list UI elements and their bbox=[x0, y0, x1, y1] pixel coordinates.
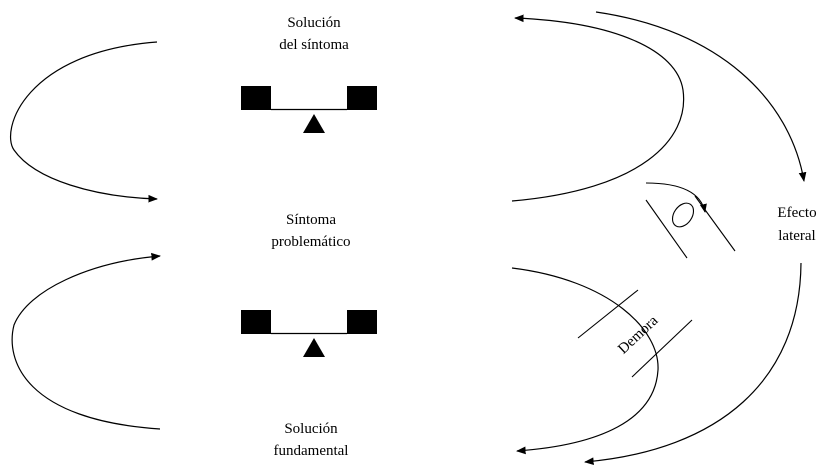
label-problem-symptom-line2: problemático bbox=[271, 234, 350, 250]
label-problem-symptom-line1: Síntoma bbox=[286, 212, 336, 228]
arrow-symptom-solution-to-side-effect bbox=[595, 11, 807, 182]
arrow-problem-symptom-to-symptom-solution bbox=[511, 14, 685, 202]
arrow-symptom-solution-to-problem-symptom bbox=[10, 41, 158, 203]
label-fundamental-solution-line2: fundamental bbox=[274, 443, 349, 459]
delay-marker-icon bbox=[577, 289, 693, 378]
arrow-side-effect-to-fundamental-solution bbox=[584, 262, 802, 466]
b-loop-icon bbox=[645, 182, 736, 259]
label-side-effect-line1: Efecto bbox=[777, 205, 816, 221]
balance-icon bbox=[241, 310, 377, 357]
label-symptom-solution-line1: Solución bbox=[287, 15, 341, 31]
label-fundamental-solution-line1: Solución bbox=[284, 421, 338, 437]
balance-icon bbox=[241, 86, 377, 133]
arrow-problem-symptom-to-fundamental-solution bbox=[511, 267, 659, 455]
label-symptom-solution-line2: del síntoma bbox=[279, 37, 349, 53]
label-side-effect-line2: lateral bbox=[778, 228, 815, 244]
arrow-fundamental-solution-to-problem-symptom bbox=[11, 252, 161, 430]
